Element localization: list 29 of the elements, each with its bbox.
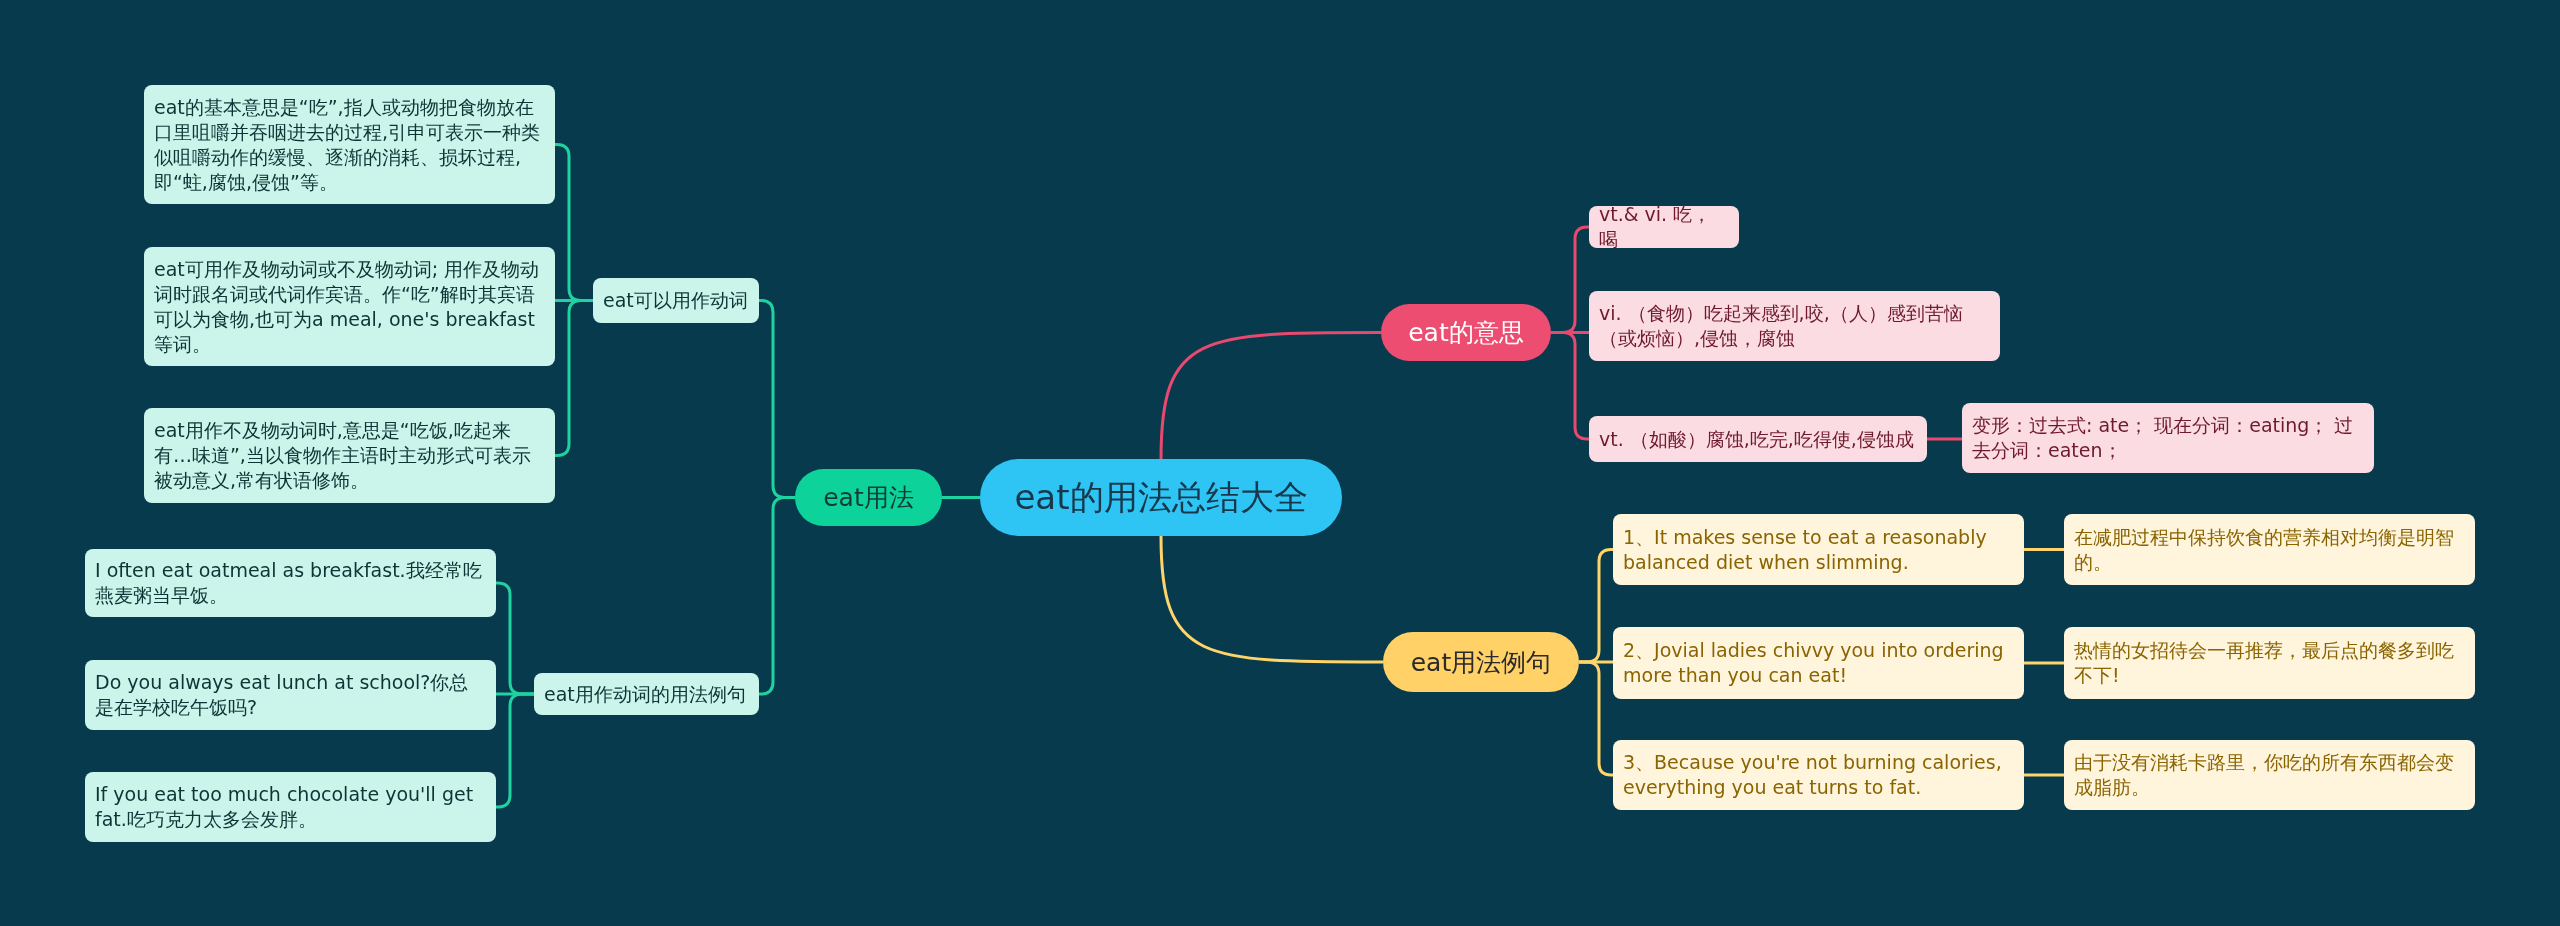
subtopic-box: Do you always eat lunch at school?你总是在学校吃午饭吗?	[85, 660, 496, 730]
subtopic-box: vt. （如酸）腐蚀,吃完,吃得使,侵蚀成	[1589, 416, 1927, 462]
central-topic: eat的用法总结大全	[980, 459, 1342, 536]
branch-topic: eat用法例句	[1383, 632, 1579, 692]
subtopic-box: eat可用作及物动词或不及物动词; 用作及物动词时跟名词或代词作宾语。作“吃”解时其宾语可以为食物,也可为a meal, one's breakfast等词。	[144, 247, 555, 366]
branch-topic: eat用法	[795, 469, 942, 526]
subtopic-box: 3、Because you're not burning calories, everything you eat turns to fat.	[1613, 740, 2024, 810]
connector-line	[942, 496, 980, 499]
subtopic-box: vi. （食物）吃起来感到,咬,（人）感到苦恼（或烦恼）,侵蚀，腐蚀	[1589, 291, 2000, 361]
connector-line	[2024, 773, 2064, 777]
subtopic-box: 2、Jovial ladies chivvy you into ordering more than you can eat!	[1613, 627, 2024, 699]
subtopic-box: 热情的女招待会一再推荐，最后点的餐多到吃不下!	[2064, 627, 2475, 699]
subtopic-box: vt.& vi. 吃，喝	[1589, 206, 1739, 248]
connector-line	[1927, 437, 1962, 441]
subtopic-box: eat用作不及物动词时,意思是“吃饭,吃起来有…味道”,当以食物作主语时主动形式可表示被动意义,常有状语修饰。	[144, 408, 555, 503]
subtopic-box: eat可以用作动词	[593, 278, 759, 323]
connector-line	[2024, 548, 2064, 551]
subtopic-box: 在减肥过程中保持饮食的营养相对均衡是明智的。	[2064, 514, 2475, 585]
subtopic-box: 变形：过去式: ate； 现在分词：eating； 过去分词：eaten；	[1962, 403, 2374, 473]
connector-line	[1159, 331, 1381, 460]
subtopic-box: 1、It makes sense to eat a reasonably balanced diet when slimming.	[1613, 514, 2024, 585]
subtopic-box: I often eat oatmeal as breakfast.我经常吃燕麦粥当早饭。	[85, 549, 496, 617]
connector-line	[1159, 535, 1383, 664]
subtopic-box: eat用作动词的用法例句	[534, 673, 759, 715]
subtopic-box: If you eat too much chocolate you'll get fat.吃巧克力太多会发胖。	[85, 772, 496, 842]
subtopic-box: eat的基本意思是“吃”,指人或动物把食物放在口里咀嚼并吞咽进去的过程,引申可表示一种类似咀嚼动作的缓慢、逐渐的消耗、损坏过程,即“蛀,腐蚀,侵蚀”等。	[144, 85, 555, 204]
connector-line	[2024, 661, 2064, 665]
subtopic-box: 由于没有消耗卡路里，你吃的所有东西都会变成脂肪。	[2064, 740, 2475, 810]
branch-topic: eat的意思	[1381, 304, 1551, 361]
